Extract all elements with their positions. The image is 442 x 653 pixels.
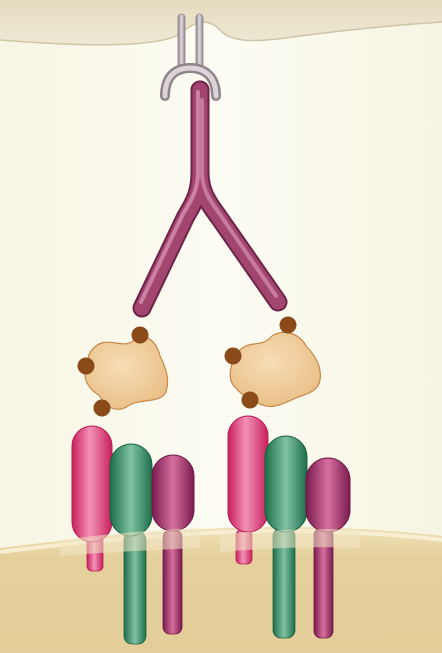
- antigen-dot: [280, 317, 297, 334]
- antigen-dot: [78, 358, 95, 375]
- green-chain-domain: [265, 436, 307, 532]
- purple-chain-domain: [152, 455, 194, 531]
- antigen-dot: [242, 392, 259, 409]
- green-chain-domain: [110, 444, 152, 536]
- antigen-dot: [94, 400, 111, 417]
- antigen-dot: [225, 348, 242, 365]
- pink-chain-domain: [72, 426, 112, 542]
- antigen-dot: [132, 327, 149, 344]
- purple-chain-domain: [306, 458, 350, 532]
- pink-chain-domain: [228, 416, 268, 532]
